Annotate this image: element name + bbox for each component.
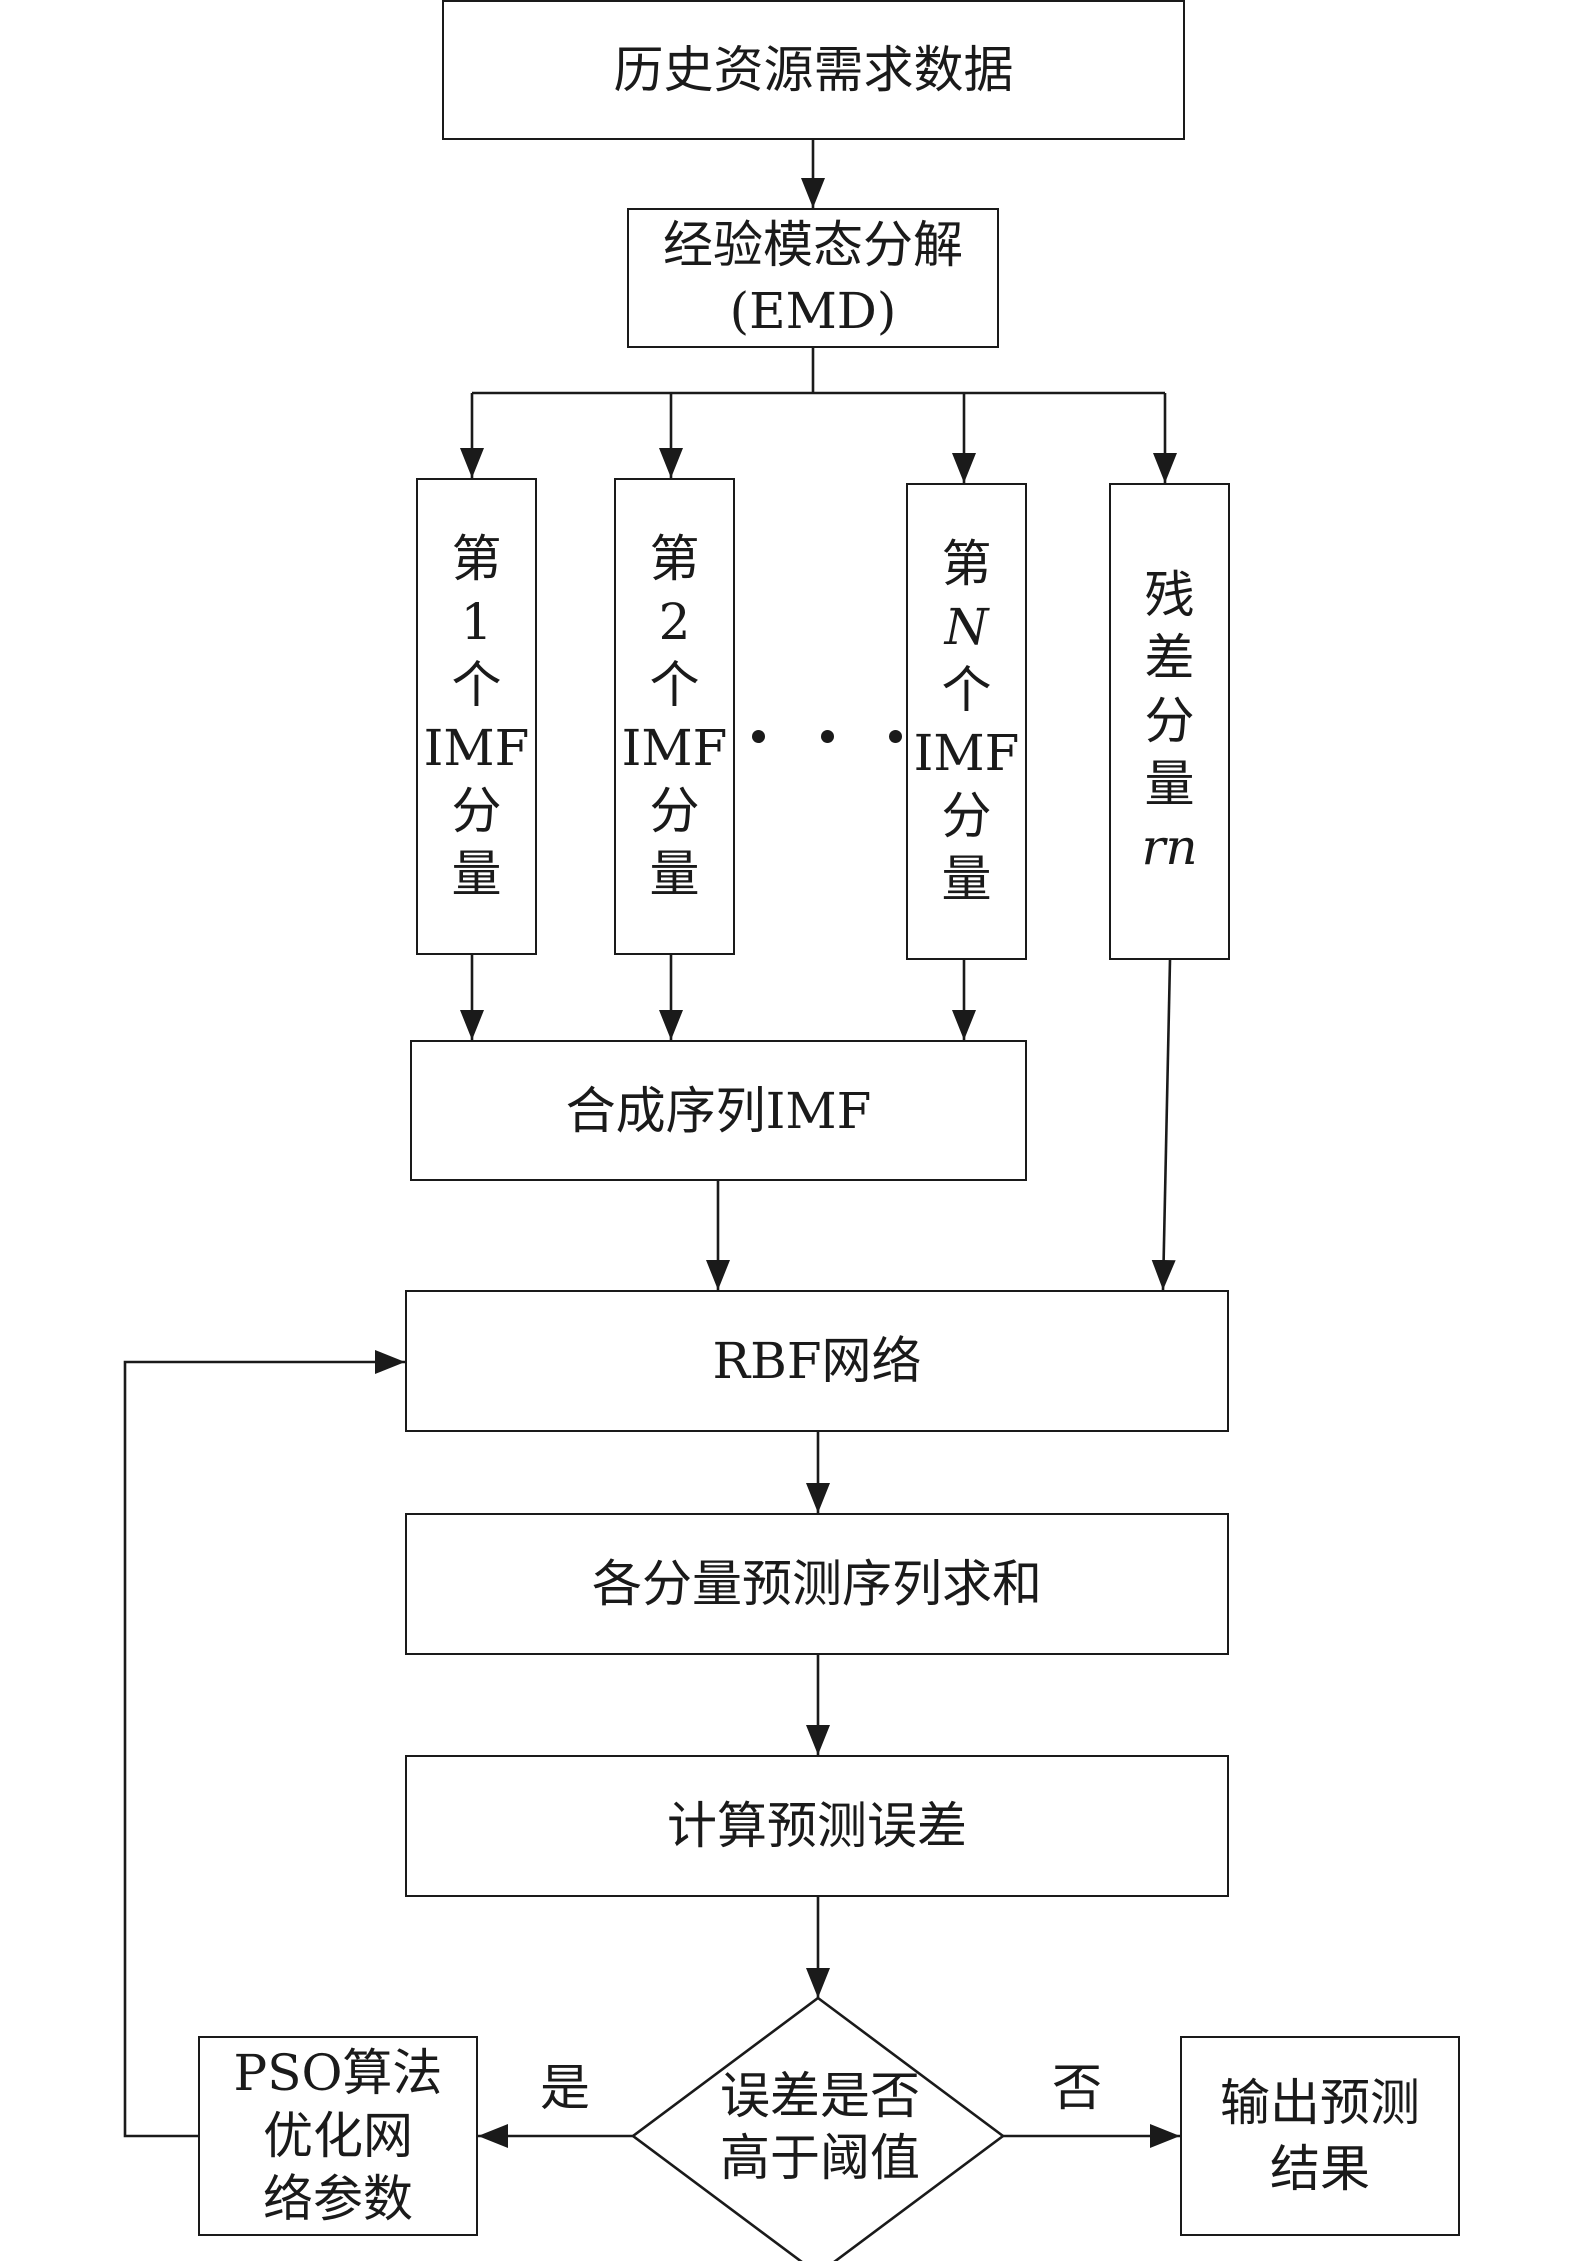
imf2-char-5: 量	[649, 844, 700, 903]
imfn-char-1: N	[944, 597, 989, 656]
node-imf1: 第 1 个 IMF 分 量	[416, 478, 537, 955]
node-emd: 经验模态分解 (EMD)	[627, 208, 999, 348]
node-output: 输出预测 结果	[1180, 2036, 1460, 2236]
node-imfn: 第 N 个 IMF 分 量	[906, 483, 1027, 960]
node-output-label: 输出预测 结果	[1220, 2074, 1420, 2198]
residual-char-2: 分	[1144, 692, 1195, 750]
ellipsis-dot	[820, 730, 834, 743]
imfn-char-0: 第	[941, 534, 992, 593]
arrow-residual-to-rbf	[1151, 959, 1176, 1291]
node-sum-label: 各分量预测序列求和	[592, 1555, 1042, 1613]
residual-char-3: 量	[1144, 755, 1195, 813]
node-rbf: RBF网络	[405, 1290, 1229, 1432]
imfn-char-2: 个	[941, 660, 992, 719]
imf1-char-5: 量	[451, 844, 502, 903]
arrow-pso-feedback	[123, 1350, 405, 2138]
imf2-char-2: 个	[649, 655, 700, 714]
residual-char-1: 差	[1144, 629, 1195, 687]
node-error-calc-label: 计算预测误差	[667, 1797, 967, 1855]
residual-char-4: rn	[1141, 818, 1198, 876]
node-pso-label: PSO算法 优化网 络参数	[233, 2043, 443, 2228]
ellipsis-dot	[889, 730, 902, 743]
node-emd-label: 经验模态分解 (EMD)	[663, 216, 963, 340]
imfn-char-4: 分	[941, 786, 992, 845]
imf1-char-0: 第	[451, 529, 502, 588]
node-sum: 各分量预测序列求和	[405, 1513, 1229, 1655]
node-residual: 残 差 分 量 rn	[1109, 483, 1230, 960]
imf2-char-3: IMF	[621, 718, 728, 777]
imf1-char-3: IMF	[423, 718, 530, 777]
node-synthesize-label: 合成序列IMF	[565, 1081, 872, 1140]
imf2-char-4: 分	[649, 781, 700, 840]
imf2-char-1: 2	[658, 592, 691, 651]
edge-label-yes: 是	[540, 2059, 590, 2117]
residual-char-0: 残	[1144, 566, 1195, 624]
node-error-calc: 计算预测误差	[405, 1755, 1229, 1897]
imfn-char-3: IMF	[913, 723, 1020, 782]
ellipsis-dots	[752, 730, 902, 743]
node-pso: PSO算法 优化网 络参数	[198, 2036, 478, 2236]
imf1-char-2: 个	[451, 655, 502, 714]
node-imf2: 第 2 个 IMF 分 量	[614, 478, 735, 955]
decision-diamond	[630, 1996, 1006, 2261]
imf1-char-1: 1	[460, 592, 493, 651]
node-history-data: 历史资源需求数据	[442, 0, 1185, 140]
node-rbf-label: RBF网络	[712, 1332, 922, 1390]
imfn-char-5: 量	[941, 849, 992, 908]
node-decision-label: 误差是否 高于阈值	[720, 2067, 920, 2187]
imf1-char-4: 分	[451, 781, 502, 840]
imf2-char-0: 第	[649, 529, 700, 588]
edge-label-no: 否	[1052, 2059, 1102, 2117]
node-synthesize: 合成序列IMF	[410, 1040, 1027, 1181]
node-history-data-label: 历史资源需求数据	[613, 41, 1014, 99]
ellipsis-dot	[752, 730, 765, 743]
